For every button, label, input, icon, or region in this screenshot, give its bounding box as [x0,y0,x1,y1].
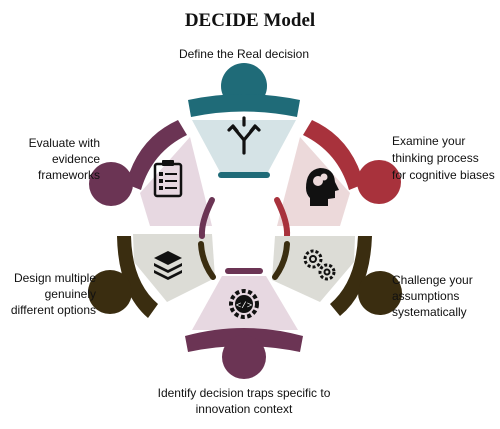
step-challenge-segment [272,236,355,302]
gears-icon [303,249,336,281]
step-evaluate-arm [198,197,215,239]
brain-head-icon [306,168,339,206]
step-evaluate-label: Evaluate with evidence frameworks [29,136,101,182]
svg-text:innovation context: innovation context [196,402,293,416]
step-challenge [272,236,402,316]
step-define-shoulders [188,94,300,117]
step-define-label: Define the Real decision [179,47,309,61]
svg-text:genuinely: genuinely [45,287,96,301]
step-evaluate-head [89,162,133,206]
diagram-title: DECIDE Model [185,10,315,31]
svg-text:</>: </> [236,301,252,311]
step-design-arm [198,241,216,280]
step-examine [274,120,401,239]
step-evaluate-shoulders [126,120,187,190]
fork-arrows-icon [227,116,261,155]
svg-text:assumptions: assumptions [392,289,459,303]
step-design-shoulders [117,236,158,318]
svg-text:Identify decision traps specif: Identify decision traps specific to [158,386,331,400]
step-identify-head [222,335,266,379]
svg-text:for cognitive biases: for cognitive biases [392,168,495,182]
svg-text:Examine your: Examine your [392,134,465,148]
step-design-head [88,270,132,314]
step-identify: </> [185,268,303,379]
step-challenge-shoulders [330,236,372,316]
svg-text:systematically: systematically [392,305,467,319]
step-examine-head [357,160,401,204]
step-challenge-head [358,271,402,315]
step-design [88,234,216,318]
step-challenge-arm [272,241,290,280]
step-challenge-label: Challenge your assumptions systematicall… [392,273,473,319]
svg-text:thinking process: thinking process [392,151,479,165]
code-gear-icon: </> [229,289,259,319]
step-examine-arm [274,197,291,239]
step-identify-label: Identify decision traps specific to inno… [158,386,331,416]
layers-icon [154,251,182,280]
step-examine-shoulders [303,120,364,190]
svg-text:different options: different options [11,303,96,317]
svg-text:Evaluate with: Evaluate with [29,136,100,150]
svg-text:Design multiple: Design multiple [14,271,96,285]
step-design-label: Design multiple genuinely different opti… [11,271,96,317]
svg-text:Challenge your: Challenge your [392,273,473,287]
clipboard-checklist-icon [153,160,183,198]
svg-text:evidence: evidence [52,152,100,166]
step-examine-label: Examine your thinking process for cognit… [392,134,495,182]
step-evaluate [89,120,215,239]
svg-text:frameworks: frameworks [38,168,100,182]
step-define [188,63,300,178]
